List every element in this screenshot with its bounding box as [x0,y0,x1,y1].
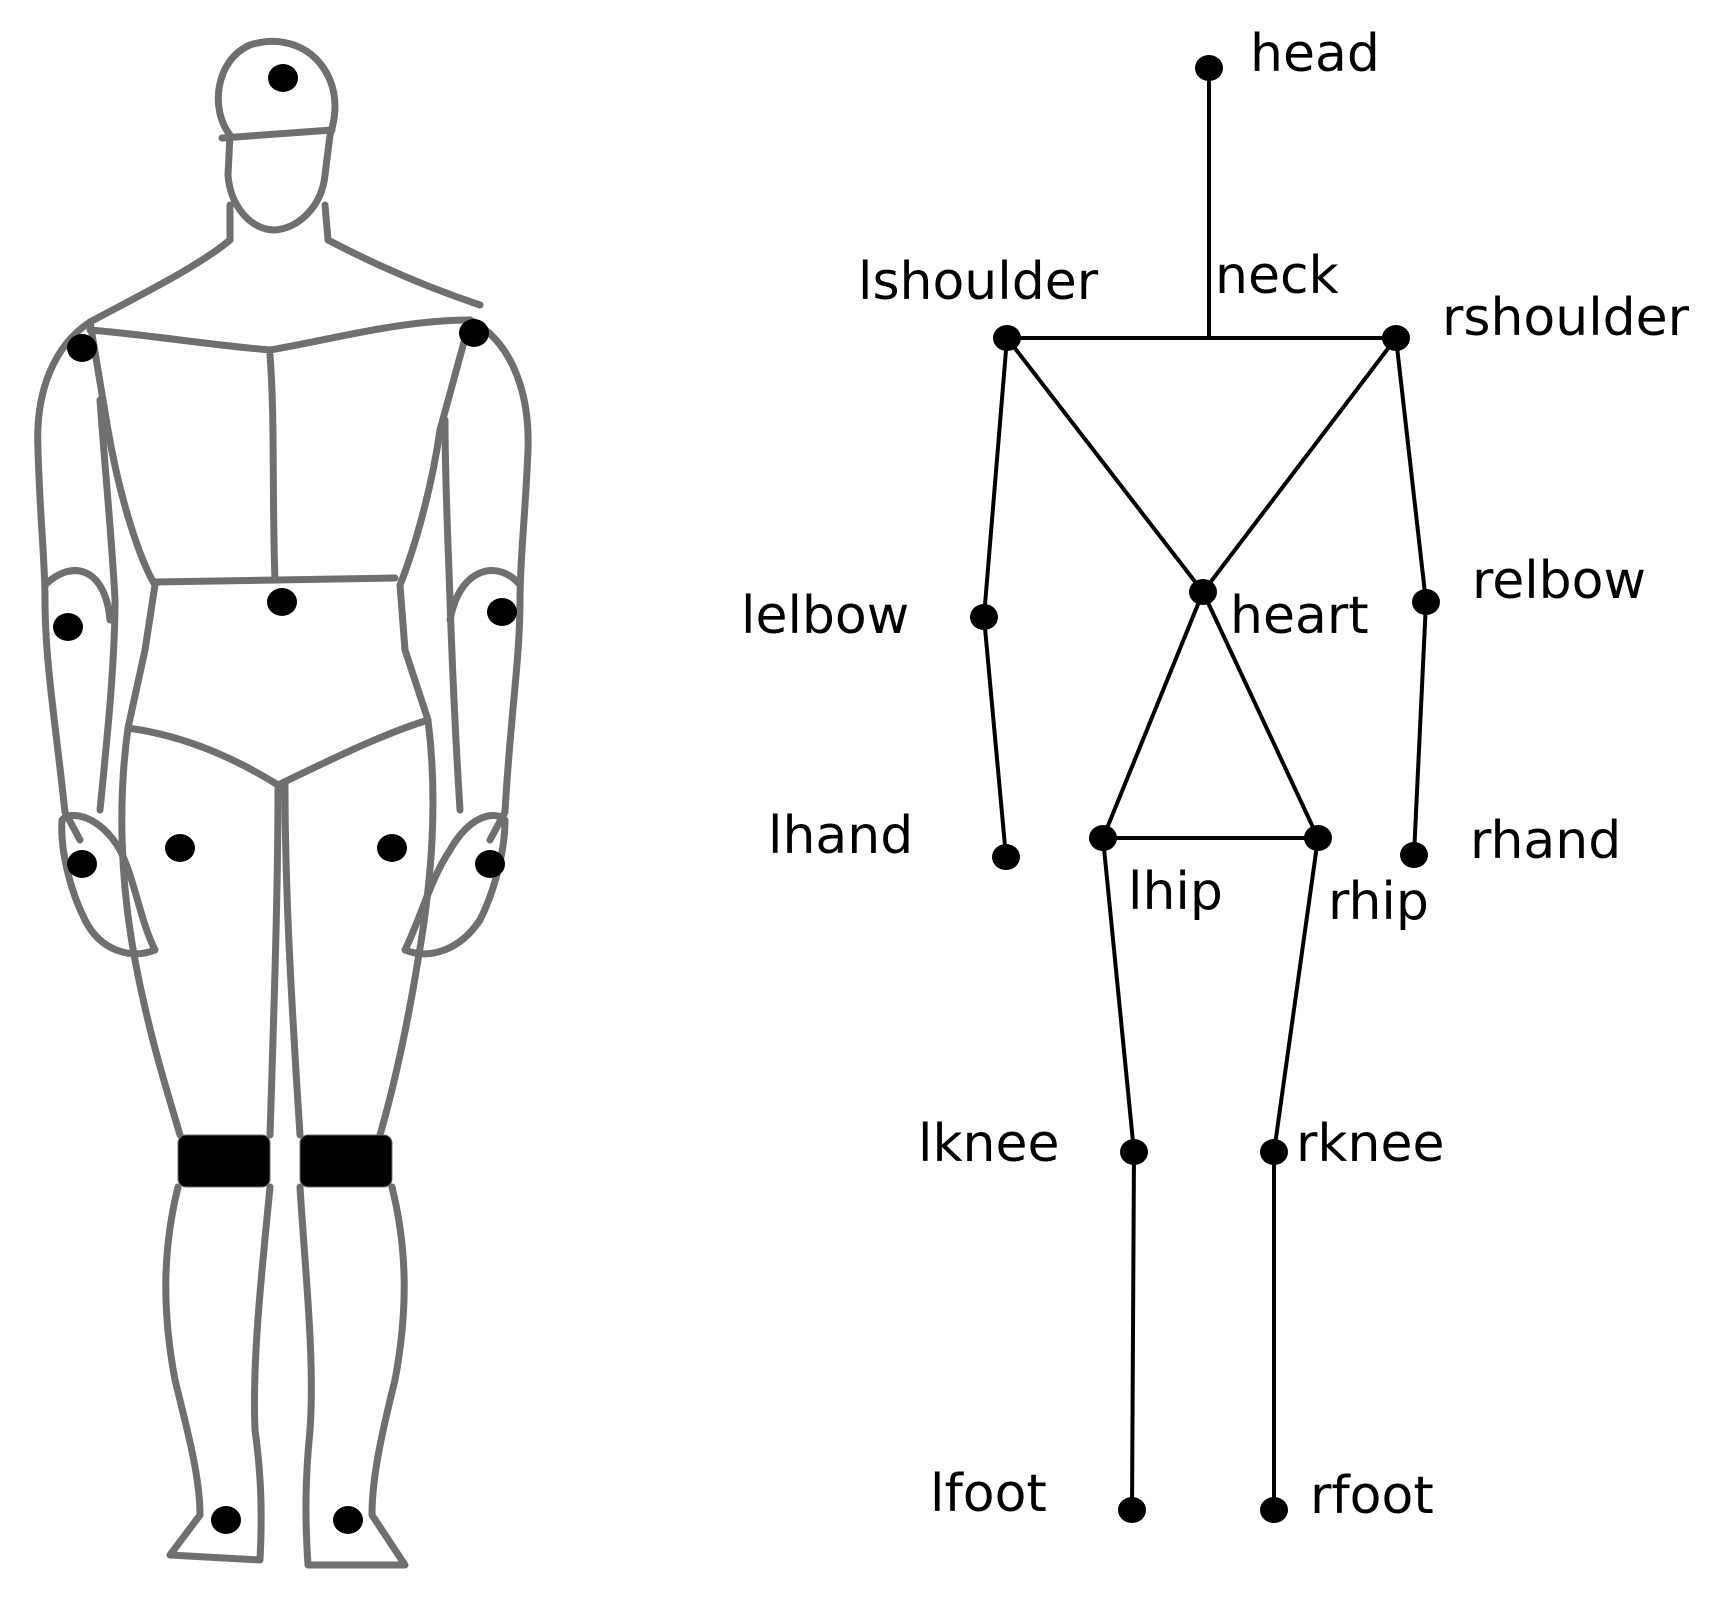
bone-rshoulder-relbow [1394,336,1428,604]
marker-rhand [475,850,505,878]
label-lknee: lknee [918,1114,1060,1174]
label-rknee: rknee [1296,1114,1445,1174]
head-outline [214,37,339,234]
marker-rknee [333,1148,363,1176]
joint-lelbow [970,604,998,630]
marker-lshoulder [67,334,97,362]
marker-rhip [377,834,407,862]
body-markers [53,64,517,1534]
label-rshoulder: rshoulder [1442,288,1690,348]
label-rhand: rhand [1470,811,1622,871]
joint-relbow [1412,589,1440,615]
label-neck: neck [1215,246,1339,306]
label-lshoulder: lshoulder [858,252,1099,312]
joint-rfoot [1260,1497,1288,1523]
chest-top [86,316,474,354]
marker-heart [267,588,297,616]
label-rfoot: rfoot [1310,1466,1434,1526]
left-arm-outer [34,318,94,844]
label-lelbow: lelbow [741,586,910,646]
bone-rshoulder-heart [1201,336,1398,594]
neck-shoulder-left [86,201,234,326]
left-forearm-guard [41,567,114,624]
bone-lknee-lfoot [1130,1150,1136,1512]
label-lfoot: lfoot [930,1464,1047,1524]
right-arm-outer [466,316,532,844]
cap-line [218,126,336,142]
marker-lhand [67,850,97,878]
marker-lfoot [211,1506,241,1534]
right-leg-inner [281,781,304,1139]
joint-rhip [1304,825,1332,851]
left-arm-inner [96,396,119,814]
joint-rshoulder [1382,325,1410,351]
marker-lknee [195,1148,225,1176]
right-arm-inner [441,416,464,814]
label-heart: heart [1230,586,1369,646]
right-forearm-guard [446,567,524,624]
bone-relbow-rhand [1412,600,1428,857]
bone-rhip-rknee [1272,836,1320,1154]
torso-right-side [396,316,474,724]
joint-lfoot [1118,1497,1146,1523]
right-leg-outer [376,716,437,1139]
label-rhip: rhip [1328,872,1429,932]
joint-lknee [1120,1139,1148,1165]
neck-shoulder-right [321,201,484,309]
marker-lelbow [53,613,83,641]
right-shin [296,1183,409,1569]
label-lhip: lhip [1128,862,1223,922]
bone-heart-rhip [1201,590,1320,840]
skeleton-bones [982,66,1428,1512]
left-leg-inner [266,781,282,1139]
bone-lshoulder-lelbow [982,336,1009,619]
joint-lshoulder [993,325,1021,351]
left-hand [58,811,159,958]
joint-lhand [992,844,1020,870]
marker-head [268,64,298,92]
label-lhand: lhand [768,806,914,866]
marker-relbow [487,598,517,626]
bone-lhip-lknee [1101,836,1136,1154]
joint-lhip [1089,825,1117,851]
joint-rknee [1260,1139,1288,1165]
marker-lhip [165,834,195,862]
right-hand [401,812,509,958]
joint-heart [1189,579,1217,605]
left-leg-outer [118,724,184,1139]
sternum [266,351,279,584]
bone-lelbow-lhand [982,615,1008,859]
label-head: head [1250,24,1380,84]
joint-rhand [1400,842,1428,868]
label-relbow: relbow [1472,551,1647,611]
joint-head [1195,55,1223,81]
marker-rfoot [333,1506,363,1534]
bone-lshoulder-heart [1005,336,1205,594]
marker-rshoulder [459,319,489,347]
skeleton-joints [970,55,1440,1523]
left-shin [162,1183,274,1564]
chest-bottom [151,574,399,586]
bone-heart-lhip [1101,590,1205,840]
